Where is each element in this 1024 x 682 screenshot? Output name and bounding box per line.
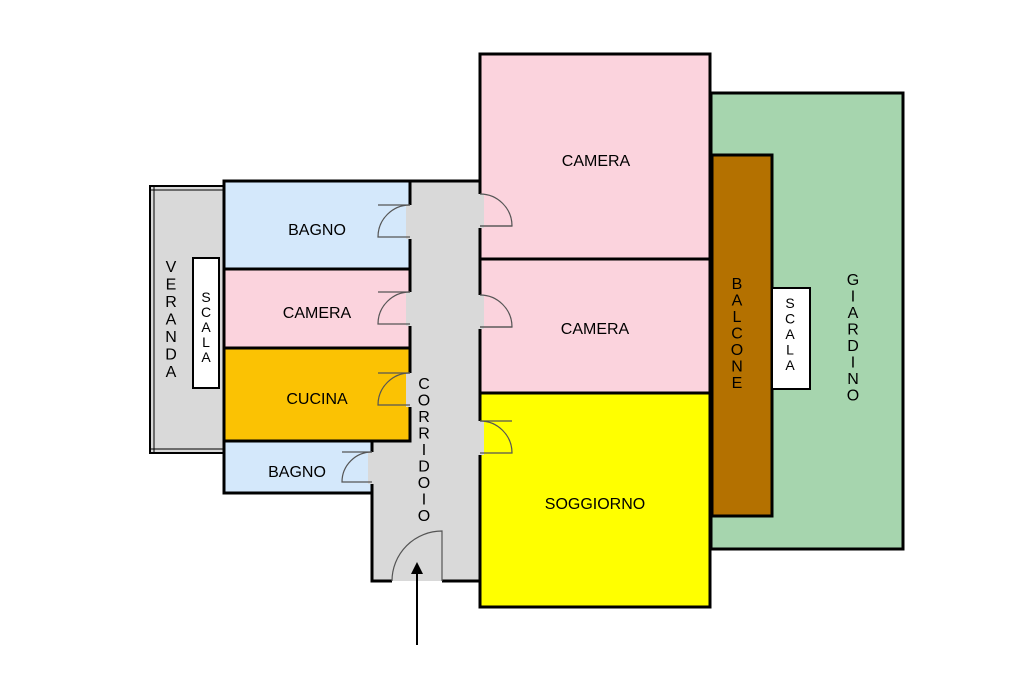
- label-camera-top-right: CAMERA: [562, 153, 631, 170]
- scala-left-box: [192, 257, 220, 389]
- door-camera-mid-right: [476, 294, 513, 329]
- soggiorno-room: [478, 391, 712, 609]
- bagno-bottom-room: [222, 439, 374, 495]
- door-entrance: [391, 530, 443, 582]
- label-soggiorno: SOGGIORNO: [545, 496, 645, 513]
- arrow-up-icon: [411, 562, 423, 645]
- label-bagno-bottom: BAGNO: [268, 464, 326, 481]
- door-bagno-top: [377, 204, 414, 239]
- label-bagno-top: BAGNO: [288, 222, 346, 239]
- scala-right-box: [771, 287, 811, 390]
- label-cucina: CUCINA: [286, 391, 348, 408]
- door-camera-top-right: [476, 193, 513, 228]
- corridoio-walls: [370, 54, 482, 583]
- door-soggiorno: [476, 420, 513, 455]
- door-bagno-bottom: [341, 451, 376, 484]
- door-cucina: [377, 372, 414, 407]
- door-camera-left: [377, 291, 414, 326]
- corridoio-area: [372, 181, 480, 581]
- label-camera-mid-right: CAMERA: [561, 321, 630, 338]
- cucina-room: [222, 346, 412, 443]
- label-camera-left: CAMERA: [283, 305, 352, 322]
